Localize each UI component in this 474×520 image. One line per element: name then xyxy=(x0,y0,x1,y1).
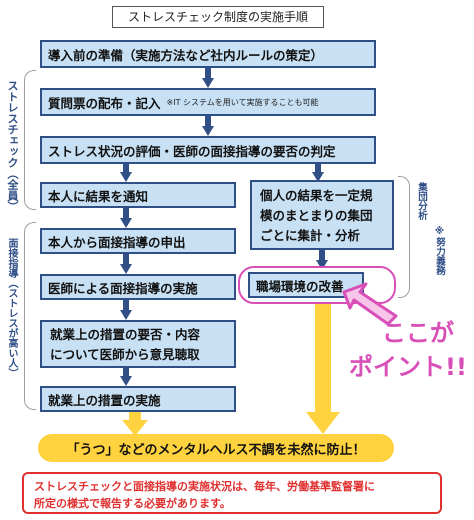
interview-bracket xyxy=(24,222,36,410)
doctor-opinion-line-1: 就業上の措置の要否・内容 xyxy=(50,327,201,342)
step-preparation-label: 導入前の準備（実施方法など社内ルールの策定） xyxy=(48,47,324,63)
it-system-note: ※IT システムを用いて実施することも可能 xyxy=(166,97,319,107)
step-evaluation: ストレス状況の評価・医師の面接指導の要否の判定 xyxy=(40,136,376,164)
yellow-arrow-icon xyxy=(122,412,148,440)
group-analysis-line-1: 個人の結果を一定規 xyxy=(260,188,373,203)
step-notify-result-label: 本人に結果を通知 xyxy=(48,188,149,204)
step-doctor-interview: 医師による面接指導の実施 xyxy=(40,274,236,300)
key-point-callout-2: ポイント!! xyxy=(348,350,468,384)
arrow-down-icon xyxy=(120,254,132,274)
stress-check-label: ストレスチェック（全員） xyxy=(6,80,19,212)
arrow-down-icon xyxy=(120,164,132,182)
arrow-down-icon xyxy=(120,208,132,228)
step-implement-measures: 就業上の措置の実施 xyxy=(40,386,236,412)
step-group-analysis: 個人の結果を一定規 模のまとまりの集団 ごとに集計・分析 xyxy=(250,180,394,250)
step-interview-request-label: 本人から面接指導の申出 xyxy=(48,234,186,250)
arrow-down-icon xyxy=(312,164,324,182)
step-questionnaire: 質問票の配布・記入 ※IT システムを用いて実施することも可能 xyxy=(40,88,376,116)
group-analysis-line-3: ごとに集計・分析 xyxy=(260,228,361,243)
reporting-note-line-2: 所定の様式で報告する必要があります。 xyxy=(34,497,231,510)
reporting-requirement-note: ストレスチェックと面接指導の実施状況は、毎年、労働基準監督署に 所定の様式で報告… xyxy=(22,472,442,514)
step-implement-measures-label: 就業上の措置の実施 xyxy=(48,392,161,408)
goal-banner-text: 「うつ」などのメンタルヘルス不調を未然に防止！ xyxy=(66,442,366,458)
step-workplace-improvement-label: 職場環境の改善 xyxy=(256,278,344,294)
step-preparation: 導入前の準備（実施方法など社内ルールの策定） xyxy=(40,40,376,68)
arrow-down-icon xyxy=(316,250,328,270)
callout-line-1: ここが xyxy=(382,319,454,347)
step-notify-result: 本人に結果を通知 xyxy=(40,182,236,208)
yellow-arrow-icon xyxy=(306,304,340,438)
arrow-down-icon xyxy=(120,368,132,386)
interview-label: 面接指導（ストレスが高い人） xyxy=(6,238,17,378)
step-doctor-opinion: 就業上の措置の要否・内容 について医師から意見聴取 xyxy=(40,320,236,368)
arrow-down-icon xyxy=(202,116,214,136)
step-interview-request: 本人から面接指導の申出 xyxy=(40,228,236,254)
step-doctor-interview-label: 医師による面接指導の実施 xyxy=(48,280,198,296)
effort-label: ※努力義務 xyxy=(434,226,445,275)
step-evaluation-label: ストレス状況の評価・医師の面接指導の要否の判定 xyxy=(48,143,336,159)
key-point-callout: ここが xyxy=(370,316,466,350)
group-analysis-label: 集団分析 xyxy=(416,182,427,220)
stress-check-bracket xyxy=(24,70,36,210)
pointer-arrow-icon xyxy=(340,280,400,332)
page-title: ストレスチェック制度の実施手順 xyxy=(112,6,324,28)
reporting-note-line-1: ストレスチェックと面接指導の実施状況は、毎年、労働基準監督署に xyxy=(34,480,375,493)
arrow-down-icon xyxy=(120,300,132,320)
goal-banner: 「うつ」などのメンタルヘルス不調を未然に防止！ xyxy=(38,434,394,462)
arrow-down-icon xyxy=(202,68,214,88)
group-analysis-line-2: 模のまとまりの集団 xyxy=(260,208,373,223)
doctor-opinion-line-2: について医師から意見聴取 xyxy=(50,347,200,362)
callout-line-2: ポイント!! xyxy=(349,353,467,381)
step-questionnaire-label: 質問票の配布・記入 xyxy=(48,95,161,111)
step-workplace-improvement: 職場環境の改善 xyxy=(248,272,364,298)
